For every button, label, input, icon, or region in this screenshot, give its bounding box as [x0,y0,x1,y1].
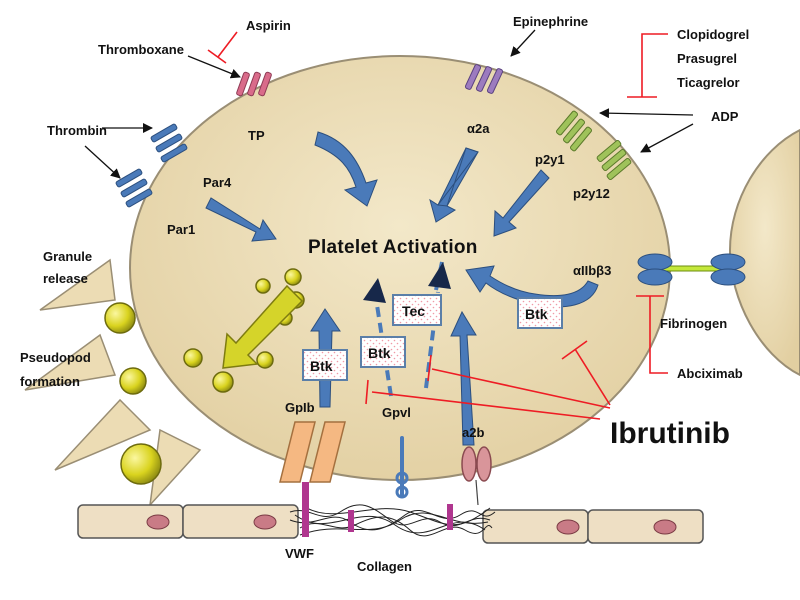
a2b-label: a2b [462,425,484,440]
granule-icon [255,278,271,294]
ibrutinib-label: Ibrutinib [610,417,730,450]
nucleus [653,519,677,535]
tp-receptor [236,71,272,97]
activation-arrows [205,131,599,446]
aiib3-label: αIIbβ3 [573,263,611,278]
pseudopod-label-line1: Pseudopod [20,350,91,365]
fibrinogen-label: Fibrinogen [660,316,727,331]
endothelial-layer [77,504,704,544]
granule-icon [284,268,302,286]
par4-receptor [150,123,188,163]
endothelial-cell [587,509,704,544]
activation-arrow-icon [205,197,277,242]
granule-icon [183,348,203,368]
par1-receptor [115,168,153,208]
thrombin-label: Thrombin [47,123,107,138]
nucleus [556,519,580,535]
granule-icon [256,351,274,369]
gpib-receptor [279,421,346,483]
p2y1-label: p2y1 [535,152,565,167]
activation-arrow-icon [437,147,479,207]
granule-icon [212,371,234,393]
neighbor-platelet [728,128,800,377]
btk-box-right [517,297,563,329]
thromboxane-label: Thromboxane [98,42,184,57]
tec-box [392,294,442,326]
tp-label: TP [248,128,265,143]
abciximab-label: Abciximab [677,366,743,381]
ticagrelor-label: Ticagrelor [677,75,740,90]
collagen-label: Collagen [357,559,412,574]
dashed-arrows [363,261,451,397]
activation-arrow-icon [450,310,477,446]
clopidogrel-label: Clopidogrel [677,27,749,42]
btk-left-label: Btk [310,358,333,374]
granule-label-line1: Granule [43,249,92,264]
inhibition-lines [207,31,668,420]
pseudopod-spikes [24,258,202,508]
btk-box-mid [360,336,406,368]
kinase-boxes [302,294,563,381]
epinephrine-label: Epinephrine [513,14,588,29]
agonist-arrows [84,29,694,179]
gpib-label: GpIb [285,400,315,415]
aspirin-label: Aspirin [246,18,291,33]
a2a-label: α2a [467,121,490,136]
vwf-strands [302,482,453,537]
btk-right-label: Btk [525,306,548,322]
tec-label: Tec [402,303,425,319]
prasugrel-label: Prasugrel [677,51,737,66]
a2a-receptor [464,64,504,94]
p2y1-receptor [556,110,592,152]
gpvi-receptor [395,436,409,499]
pseudopod-label-line2: formation [20,374,80,389]
gpvi-label: Gpvl [382,405,411,420]
par1-label: Par1 [167,222,195,237]
granule-label-line2: release [43,271,88,286]
platelet-activation-label: Platelet Activation [308,237,478,258]
granule-release-arrow [222,284,304,369]
inhibition-bar-icon [427,354,432,382]
dashed-arrowhead-icon [428,262,451,289]
p2y12-receptor [596,140,632,180]
nucleus [253,514,277,530]
btk-box-left [302,349,348,381]
vwf-label: VWF [285,546,314,561]
inhibition-bar-icon [207,49,227,64]
inhibition-bar-icon [365,379,369,405]
nucleus [146,514,170,530]
granule-icon [119,367,147,395]
btk-mid-label: Btk [368,345,391,361]
par4-label: Par4 [203,175,232,190]
endothelial-cell [182,504,299,539]
a2b-receptor [461,446,492,506]
granule-icon [120,443,162,485]
collagen-fibers [289,504,496,537]
p2y12-label: p2y12 [573,186,610,201]
granule-icon [104,302,136,334]
dashed-arrowhead-icon [363,278,386,303]
inhibition-bar-icon [561,340,588,360]
integrin-aiib3 [637,253,746,286]
adp-label: ADP [711,109,739,124]
activation-arrow-icon [314,131,378,207]
activation-arrow-icon [493,169,550,237]
